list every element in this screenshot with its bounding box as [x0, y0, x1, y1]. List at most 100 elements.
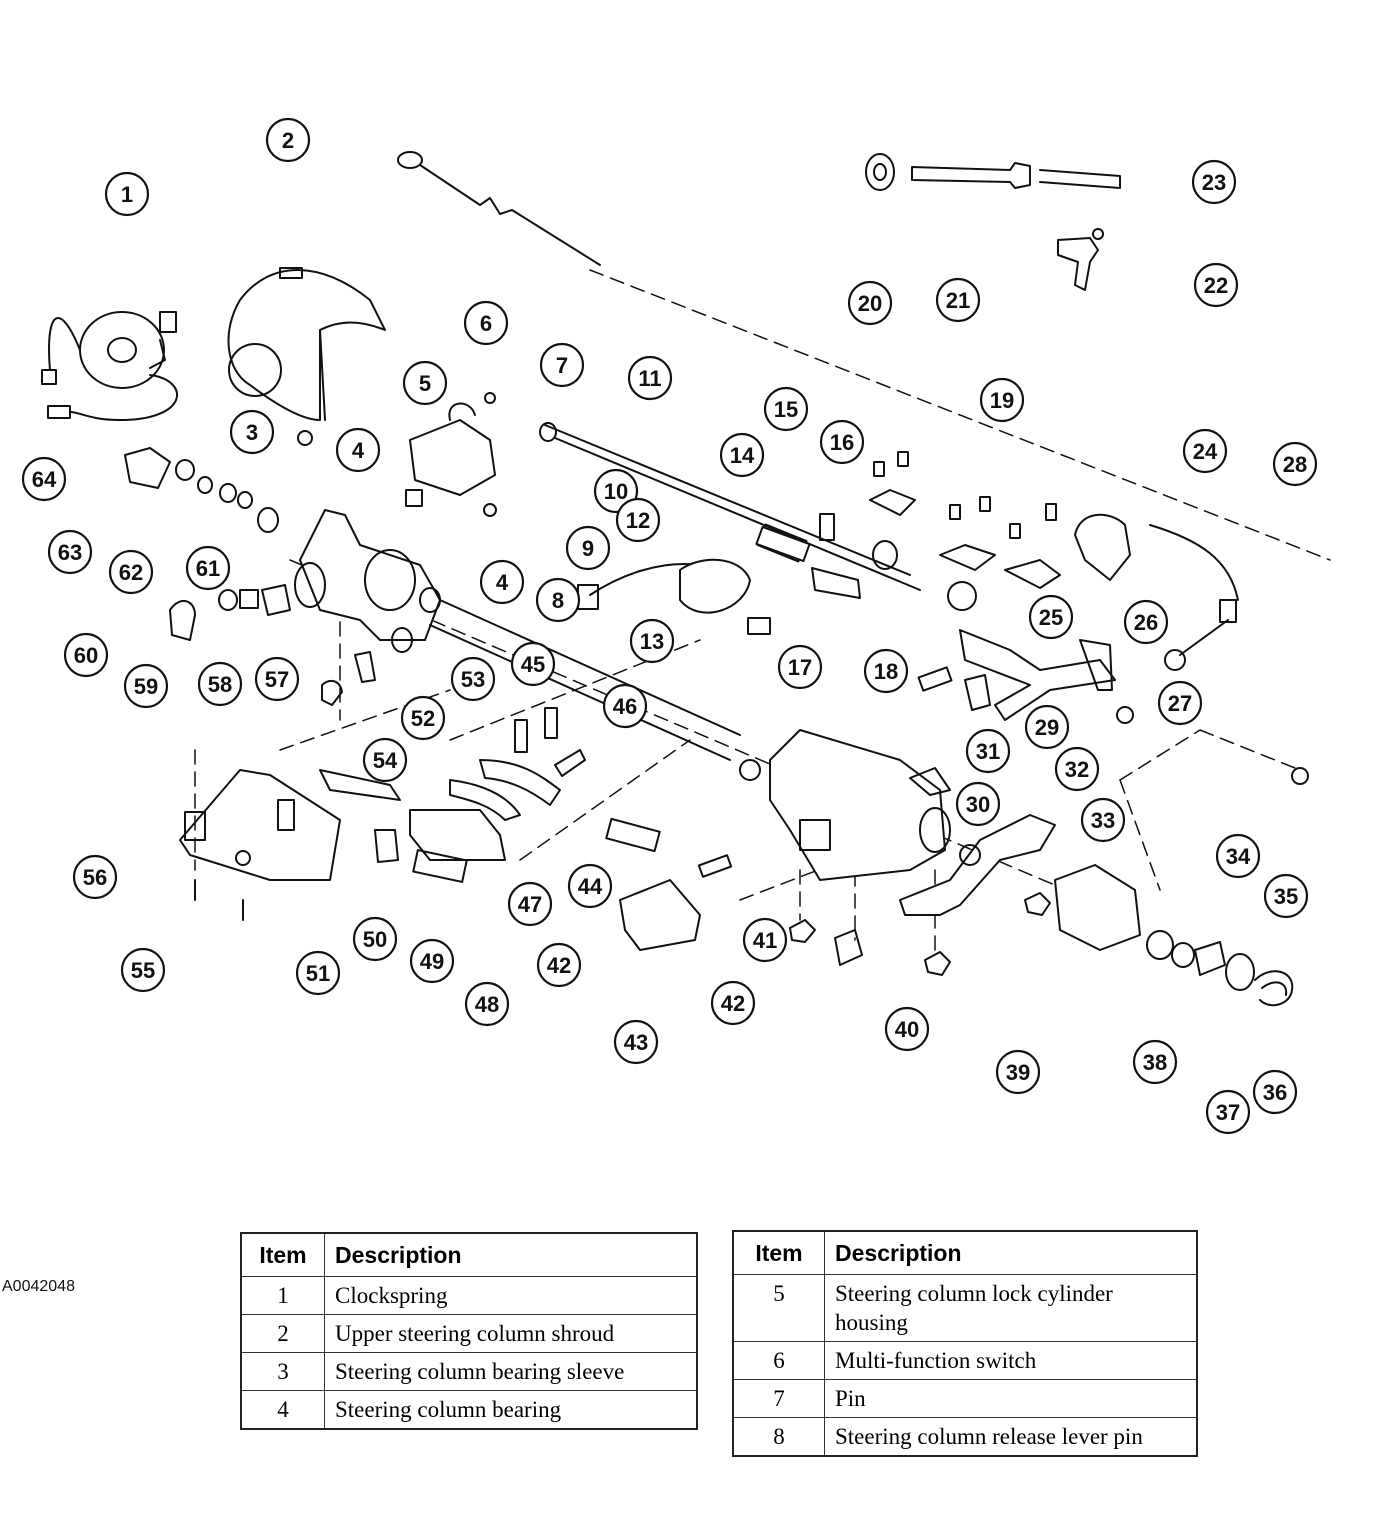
callout-number: 26 [1134, 610, 1158, 635]
callout-number: 55 [131, 958, 155, 983]
callout-number: 27 [1168, 691, 1192, 716]
callout-number: 17 [788, 655, 812, 680]
callout-circle [1054, 746, 1100, 792]
callout-13: 13 [629, 618, 675, 664]
upper-shroud-part [227, 267, 386, 446]
callout-31: 31 [965, 728, 1011, 774]
item-description: Steering column bearing [324, 1390, 698, 1430]
callout-39: 39 [995, 1049, 1041, 1095]
callout-circle [935, 277, 981, 323]
callout-number: 38 [1143, 1050, 1167, 1075]
callout-25: 25 [1028, 594, 1074, 640]
callout-50: 50 [352, 916, 398, 962]
item-description: Steering column release lever pin [824, 1417, 1198, 1457]
callout-number: 16 [830, 430, 854, 455]
callout-45: 45 [510, 641, 556, 687]
callout-circle [479, 559, 525, 605]
callout-circle [1028, 594, 1074, 640]
callout-circle [1205, 1089, 1251, 1135]
callout-17: 17 [777, 644, 823, 690]
callout-4: 4 [479, 559, 525, 605]
lower-housing-part [739, 729, 951, 881]
nut-and-spring-parts [605, 817, 1051, 976]
callout-circle [120, 947, 166, 993]
callout-4: 4 [335, 427, 381, 473]
callout-number: 50 [363, 927, 387, 952]
callout-number: 40 [895, 1017, 919, 1042]
lock-housing-part [294, 509, 741, 761]
callout-number: 42 [721, 991, 745, 1016]
item-number: 2 [240, 1314, 325, 1353]
callout-circle [539, 342, 585, 388]
callout-circle [400, 695, 446, 741]
callout-54: 54 [362, 737, 408, 783]
callout-circle [197, 661, 243, 707]
item-number: 7 [732, 1379, 825, 1418]
callout-circle [254, 656, 300, 702]
callout-33: 33 [1080, 797, 1126, 843]
callout-number: 53 [461, 667, 485, 692]
callout-41: 41 [742, 917, 788, 963]
table-row: 6 Multi-function switch [732, 1341, 1198, 1380]
callout-44: 44 [567, 863, 613, 909]
item-number: 8 [732, 1417, 825, 1457]
callout-circle [47, 529, 93, 575]
callout-circle [295, 950, 341, 996]
callout-circle [613, 1019, 659, 1065]
callout-circle [229, 409, 275, 455]
callout-circle [1080, 797, 1126, 843]
callout-5: 5 [402, 360, 448, 406]
sleeve-parts [755, 513, 898, 599]
description-column-header: Description [824, 1230, 1198, 1275]
callout-circle [72, 854, 118, 900]
callout-number: 43 [624, 1030, 648, 1055]
callout-8: 8 [535, 577, 581, 623]
callout-circle [464, 981, 510, 1027]
callout-circle [1272, 441, 1318, 487]
callout-36: 36 [1252, 1069, 1298, 1115]
callout-1: 1 [104, 171, 150, 217]
callout-9: 9 [565, 525, 611, 571]
table-row: 2 Upper steering column shroud [240, 1314, 698, 1353]
callout-34: 34 [1215, 833, 1261, 879]
callout-number: 56 [83, 865, 107, 890]
callout-16: 16 [819, 419, 865, 465]
callout-circle [777, 644, 823, 690]
callout-number: 46 [613, 694, 637, 719]
callout-circle [1215, 833, 1261, 879]
item-number: 1 [240, 1276, 325, 1315]
callout-circle [995, 1049, 1041, 1095]
item-column-header: Item [240, 1232, 325, 1277]
shift-linkage-parts [319, 707, 586, 883]
callout-14: 14 [719, 432, 765, 478]
callout-47: 47 [507, 881, 553, 927]
callout-7: 7 [539, 342, 585, 388]
callout-number: 58 [208, 672, 232, 697]
callout-circle [1263, 873, 1309, 919]
callout-37: 37 [1205, 1089, 1251, 1135]
callout-28: 28 [1272, 441, 1318, 487]
callout-number: 31 [976, 739, 1000, 764]
callout-38: 38 [1132, 1039, 1178, 1085]
callout-27: 27 [1157, 680, 1203, 726]
callout-23: 23 [1191, 159, 1237, 205]
callout-circle [185, 545, 231, 591]
callout-22: 22 [1193, 262, 1239, 308]
callout-53: 53 [450, 656, 496, 702]
callout-circle [21, 456, 67, 502]
lever-part [1057, 228, 1104, 291]
callout-19: 19 [979, 377, 1025, 423]
callout-number: 61 [196, 556, 220, 581]
callout-29: 29 [1024, 704, 1070, 750]
callout-number: 35 [1274, 884, 1298, 909]
callout-55: 55 [120, 947, 166, 993]
callout-18: 18 [863, 648, 909, 694]
callout-number: 15 [774, 397, 798, 422]
table-row: 3 Steering column bearing sleeve [240, 1352, 698, 1391]
table-header-row: Item Description [732, 1230, 1198, 1275]
callout-circle [1193, 262, 1239, 308]
callout-number: 52 [411, 706, 435, 731]
callout-circle [847, 280, 893, 326]
callout-number: 9 [582, 536, 594, 561]
callout-40: 40 [884, 1006, 930, 1052]
